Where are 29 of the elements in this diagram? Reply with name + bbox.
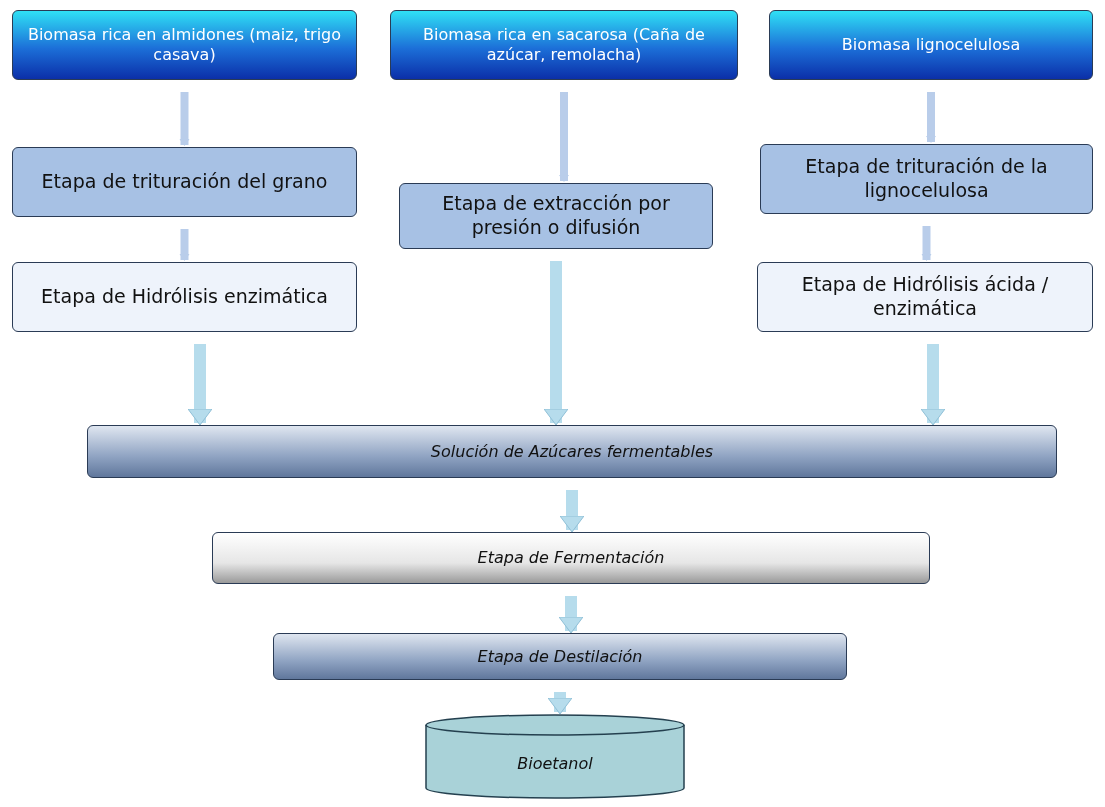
node-label: Etapa de Hidrólisis ácida / enzimática (800, 272, 1050, 321)
arrow (920, 344, 946, 426)
node-label: Biomasa rica en almidones (maiz, trigo casava) (26, 24, 343, 66)
node-label: Bioetanol (516, 753, 594, 775)
arrow (559, 490, 585, 533)
node-label: Etapa de Fermentación (476, 547, 666, 569)
process-box (757, 262, 1093, 332)
node-label: Etapa de trituración del grano (40, 169, 329, 195)
process-band (273, 633, 847, 680)
source-box (390, 10, 738, 80)
node-label: Etapa de Destilación (476, 645, 644, 668)
node-label: Biomasa lignocelulosa (840, 34, 1022, 56)
node-label: Etapa de trituración de la lignocelulosa (804, 154, 1049, 203)
process-band (87, 425, 1057, 478)
process-box (399, 183, 713, 249)
node-label: Etapa de extracción por presión o difusión (441, 191, 671, 240)
process-box (12, 262, 357, 332)
process-box (12, 147, 357, 217)
source-box (769, 10, 1093, 80)
arrow (558, 596, 584, 634)
process-box (760, 144, 1093, 214)
node-label: Biomasa rica en sacarosa (Caña de azúcar, remolacha) (422, 24, 706, 66)
arrow (187, 344, 213, 426)
node-label: Solución de Azúcares fermentables (429, 440, 715, 463)
arrow (543, 261, 569, 426)
process-band (212, 532, 930, 584)
source-box (12, 10, 357, 80)
node-label: Etapa de Hidrólisis enzimática (40, 284, 329, 310)
arrow (547, 692, 573, 715)
